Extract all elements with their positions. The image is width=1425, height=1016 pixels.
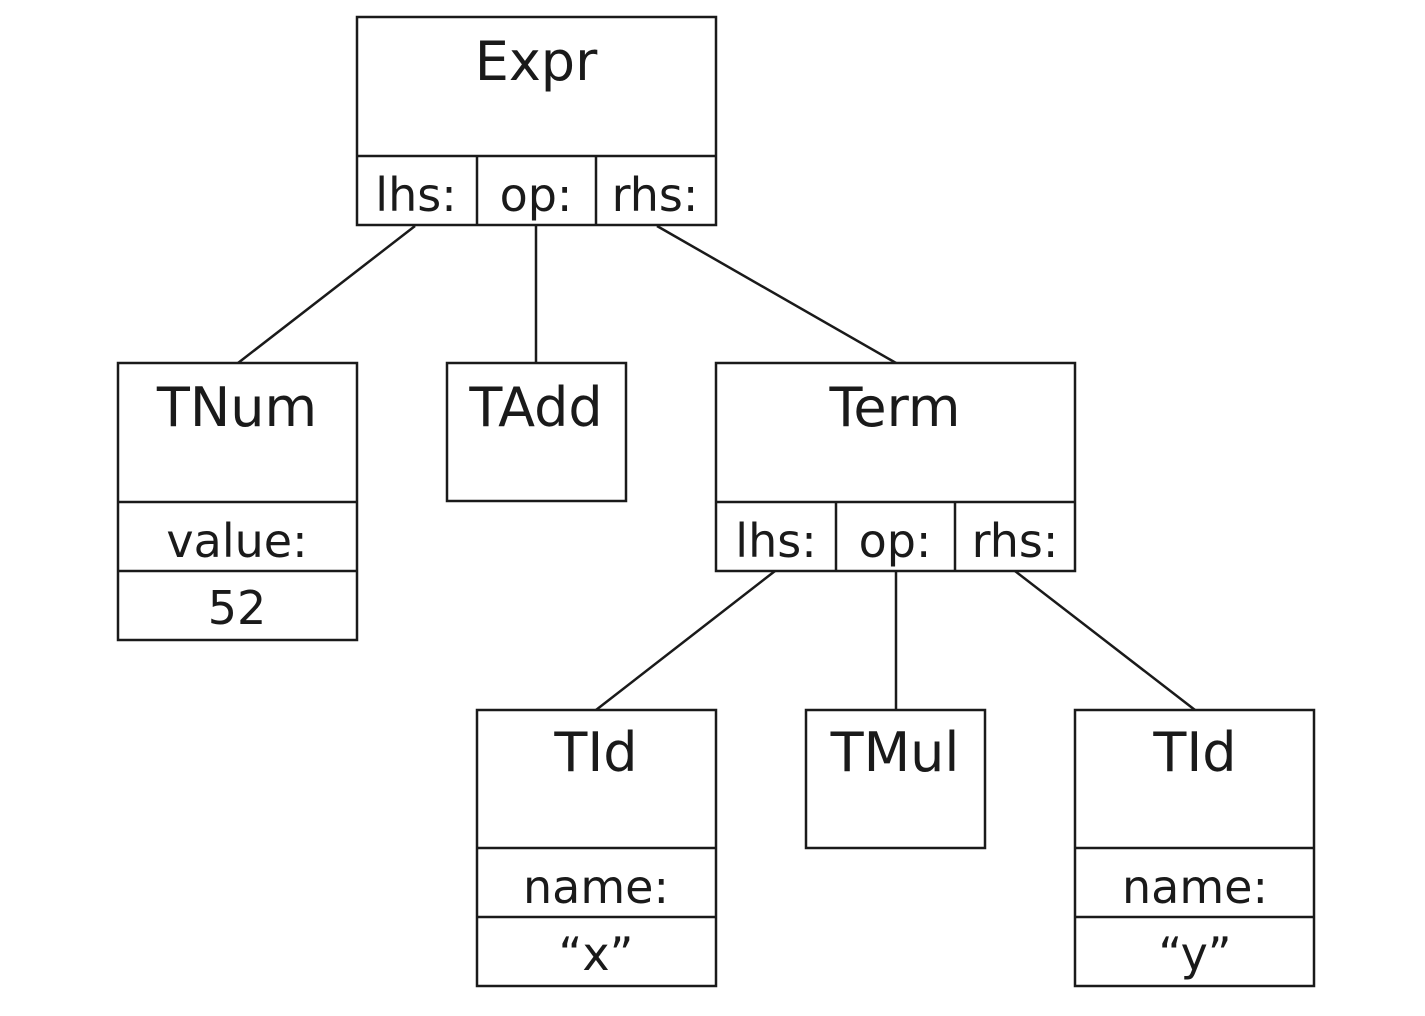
- node-expr-field-lhs: lhs:: [375, 168, 456, 222]
- node-tid-x-field-value: “x”: [559, 927, 634, 981]
- node-tadd-title: TAdd: [468, 376, 602, 439]
- node-tid-y: TId name: “y”: [1073, 708, 1316, 988]
- edge-expr-lhs-to-tnum: [237, 225, 416, 364]
- edge-expr-rhs-to-term: [656, 224, 897, 365]
- node-expr-title: Expr: [475, 30, 598, 93]
- edge-term-rhs-to-tid-y: [1014, 570, 1196, 711]
- node-tmul-title: TMul: [830, 721, 960, 784]
- node-tid-y-field-label: name:: [1122, 860, 1268, 914]
- node-expr-field-op: op:: [500, 168, 573, 222]
- node-tadd-box: [445, 361, 628, 503]
- node-tnum-field-label: value:: [166, 514, 307, 568]
- node-expr-field-rhs: rhs:: [612, 168, 699, 222]
- node-tid-y-title: TId: [1152, 721, 1236, 784]
- node-term-field-rhs: rhs:: [972, 514, 1059, 568]
- node-term-field-op: op:: [859, 514, 932, 568]
- node-term-title: Term: [829, 376, 961, 439]
- node-term: Term lhs: op: rhs:: [714, 361, 1077, 573]
- node-expr: Expr lhs: op: rhs:: [355, 15, 718, 227]
- node-tnum-field-value: 52: [208, 581, 267, 635]
- node-tadd: TAdd: [445, 361, 628, 503]
- node-term-box: [714, 361, 1077, 573]
- node-tmul-box: [804, 708, 987, 850]
- node-expr-box: [355, 15, 718, 227]
- node-tid-x-title: TId: [553, 721, 637, 784]
- node-tid-x-field-label: name:: [523, 860, 669, 914]
- node-tid-y-field-value: “y”: [1158, 927, 1231, 981]
- node-tid-x: TId name: “x”: [475, 708, 718, 988]
- node-tmul: TMul: [804, 708, 987, 850]
- edge-term-lhs-to-tid-x: [595, 570, 776, 711]
- node-tnum-title: TNum: [156, 376, 317, 439]
- node-tnum: TNum value: 52: [116, 361, 359, 642]
- edges: [237, 215, 1196, 711]
- node-term-field-lhs: lhs:: [735, 514, 816, 568]
